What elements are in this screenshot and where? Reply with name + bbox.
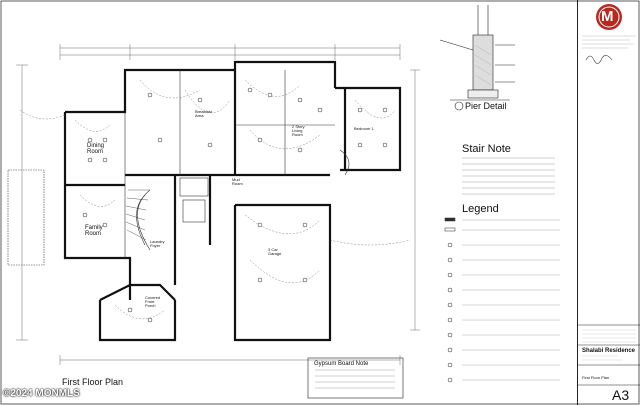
project-name: Shalabi Residence bbox=[582, 348, 636, 354]
room-laundry: Laundry Foyer bbox=[150, 239, 165, 248]
room-dining: Dining Room bbox=[87, 143, 105, 155]
legend-heading: Legend bbox=[462, 203, 499, 215]
architect-logo-icon bbox=[596, 4, 622, 30]
title-block: M Shalabi Residence First Floor Plan A3 bbox=[577, 0, 640, 405]
pier-detail-heading: Pier Detail bbox=[465, 101, 507, 111]
room-mud: Mud Room bbox=[232, 177, 243, 186]
watermark: ©2024 MONMLS bbox=[3, 388, 80, 399]
title-block-lines bbox=[578, 35, 640, 386]
room-family: Family Room bbox=[85, 225, 103, 237]
room-garage: 3 Car Garage bbox=[268, 247, 282, 256]
sheet-name: First Floor Plan bbox=[582, 375, 610, 380]
stair-note-heading: Stair Note bbox=[462, 143, 511, 155]
room-porch: Covered Front Porch bbox=[145, 295, 161, 308]
gypsum-note-heading: Gypsum Board Note bbox=[314, 361, 369, 367]
logo-letter: M bbox=[601, 8, 614, 25]
plan-title: First Floor Plan bbox=[62, 377, 124, 387]
room-breakfast: Breakfast Area bbox=[195, 109, 212, 118]
room-living: 2 Story Living Room bbox=[292, 124, 305, 137]
room-bedroom: Bedroom 1 bbox=[354, 126, 374, 131]
sheet-number: A3 bbox=[612, 387, 630, 403]
